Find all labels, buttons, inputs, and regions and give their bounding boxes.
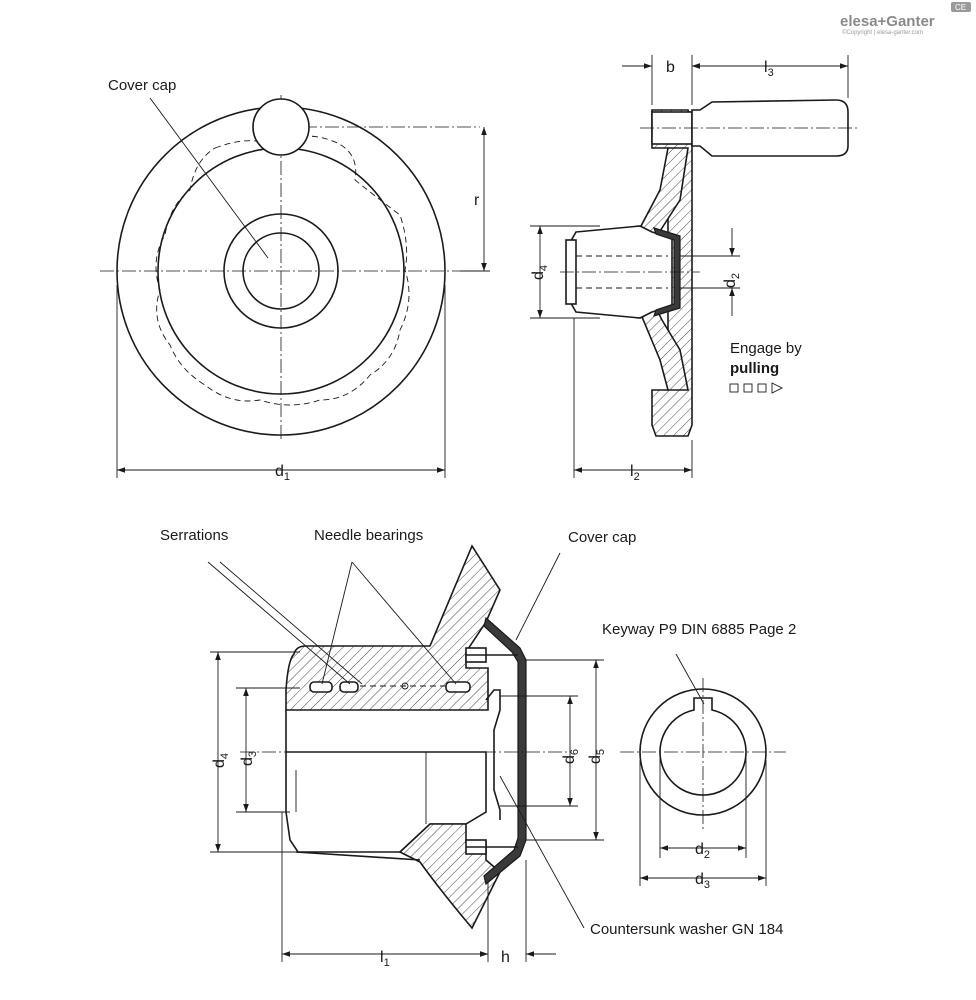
dim-d1: d1 xyxy=(116,285,446,483)
svg-text:r: r xyxy=(474,192,480,209)
dim-l2: l2 xyxy=(573,318,693,483)
svg-text:pulling: pulling xyxy=(730,360,779,377)
svg-text:d3: d3 xyxy=(695,871,710,891)
dim-d5: d5 xyxy=(526,659,607,841)
svg-text:d2: d2 xyxy=(722,273,742,288)
dim-h: h xyxy=(458,860,556,966)
svg-text:d3: d3 xyxy=(239,751,259,766)
callout-keyway: Keyway P9 DIN 6885 Page 2 xyxy=(602,621,796,705)
svg-text:d6: d6 xyxy=(561,749,581,764)
svg-text:Engage by: Engage by xyxy=(730,340,802,357)
brand-logo: elesa+Ganter ©Copyright | elesa-ganter.c… xyxy=(840,2,971,36)
svg-text:Cover cap: Cover cap xyxy=(108,77,176,94)
dim-d1-label: d1 xyxy=(275,463,290,483)
front-view xyxy=(100,95,480,440)
dim-d3-section: d3 xyxy=(236,687,300,813)
svg-text:d2: d2 xyxy=(695,841,710,861)
svg-text:Cover cap: Cover cap xyxy=(568,529,636,546)
svg-text:l3: l3 xyxy=(764,59,774,79)
svg-text:Countersunk washer GN 184: Countersunk washer GN 184 xyxy=(590,921,783,938)
dim-d3-key: d3 xyxy=(639,760,767,891)
engage-note: Engage by pulling xyxy=(729,340,802,394)
svg-text:l1: l1 xyxy=(380,949,390,969)
side-view xyxy=(560,99,860,437)
section-view xyxy=(240,544,570,930)
callout-needle-bearings: Needle bearings xyxy=(314,527,457,685)
pull-direction-arrow-icon xyxy=(729,382,784,394)
svg-text:Needle bearings: Needle bearings xyxy=(314,527,423,544)
callout-cover-cap-bottom: Cover cap xyxy=(515,529,636,641)
svg-text:©Copyright | elesa-ganter.com: ©Copyright | elesa-ganter.com xyxy=(842,29,923,36)
svg-text:CE: CE xyxy=(955,3,966,12)
svg-text:d4: d4 xyxy=(211,753,231,768)
dim-l3: l3 xyxy=(692,55,849,98)
svg-text:l2: l2 xyxy=(630,463,640,483)
svg-text:Keyway P9 DIN 6885 Page 2: Keyway P9 DIN 6885 Page 2 xyxy=(602,621,796,638)
dim-d2-key: d2 xyxy=(659,752,747,861)
svg-text:elesa+Ganter: elesa+Ganter xyxy=(840,13,935,30)
callout-serrations: Serrations xyxy=(160,527,363,685)
svg-text:Serrations: Serrations xyxy=(160,527,228,544)
dim-d4-side: d4 xyxy=(530,225,600,319)
svg-text:d5: d5 xyxy=(587,749,607,764)
svg-text:b: b xyxy=(666,59,675,76)
dim-d6: d6 xyxy=(500,695,581,807)
callout-cover-cap-top: Cover cap xyxy=(108,77,269,259)
svg-text:d4: d4 xyxy=(530,265,550,280)
keyway-view xyxy=(620,678,786,830)
svg-text:h: h xyxy=(501,949,510,966)
dim-r: r xyxy=(460,127,490,272)
dim-l1: l1 xyxy=(281,812,489,969)
dim-b: b xyxy=(622,55,722,105)
dim-d2-side: d2 xyxy=(680,228,742,316)
dim-d4-section: d4 xyxy=(210,651,300,853)
callout-washer: Countersunk washer GN 184 xyxy=(499,775,783,938)
